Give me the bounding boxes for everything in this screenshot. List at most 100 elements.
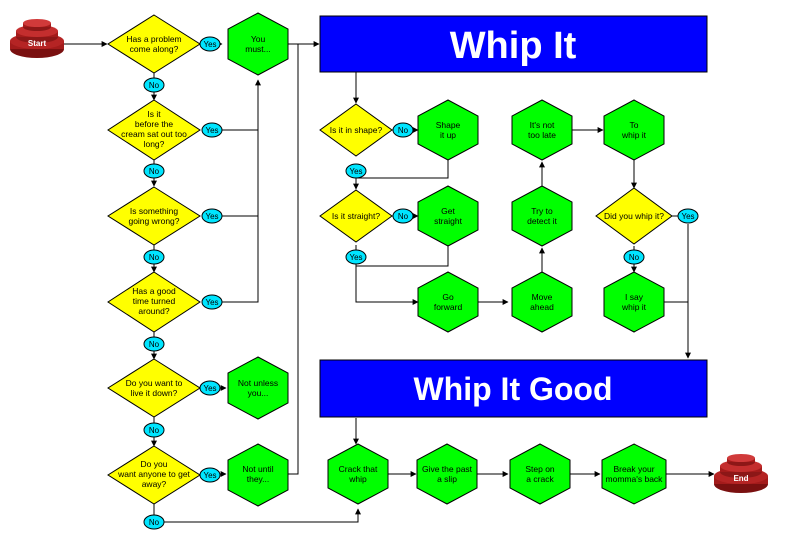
process-text: Step on (525, 464, 555, 474)
process-shape-up: Shape it up (417, 99, 479, 161)
process-text: a crack (526, 474, 554, 484)
decision-wrong: Is something going wrong? (107, 186, 201, 246)
process-text: Go (442, 292, 454, 302)
decision-text: come along? (130, 44, 179, 54)
start-terminal: Start (10, 19, 64, 58)
no-pill: No (623, 249, 645, 265)
process-text: Try to (531, 206, 553, 216)
process-text: I say (625, 292, 644, 302)
process-text: whip it (621, 130, 647, 140)
decision-live-down: Do you want to live it down? (107, 358, 201, 418)
decision-text: Do you (141, 459, 168, 469)
decision-text: Did you whip it? (604, 211, 664, 221)
decision-straight: Is it straight? (319, 189, 393, 243)
svg-text:Yes: Yes (203, 384, 216, 393)
decision-text: Is it (147, 109, 161, 119)
yes-pill: Yes (345, 249, 367, 265)
process-move-ahead: Move ahead (511, 271, 573, 333)
end-terminal: End (714, 454, 768, 493)
whip-it-good-banner: Whip It Good (319, 359, 708, 418)
result-text: must... (245, 44, 271, 54)
svg-text:Yes: Yes (203, 40, 216, 49)
yes-pill: Yes (199, 380, 221, 396)
decision-text: live it down? (131, 388, 178, 398)
process-text: detect it (527, 216, 557, 226)
whip-it-title: Whip It (450, 25, 577, 67)
no-pill: No (143, 336, 165, 352)
process-text: ahead (530, 302, 554, 312)
process-get-straight: Get straight (417, 185, 479, 247)
decision-text: Is it straight? (332, 211, 380, 221)
yes-pill: Yes (201, 208, 223, 224)
decision-text: Is something (130, 206, 178, 216)
yes-pill: Yes (345, 163, 367, 179)
svg-text:No: No (149, 518, 160, 527)
svg-text:No: No (149, 340, 160, 349)
decision-in-shape: Is it in shape? (319, 103, 393, 157)
process-to-whip: To whip it (603, 99, 665, 161)
process-not-too-late: It's not too late (511, 99, 573, 161)
no-pill: No (392, 208, 414, 224)
no-pill: No (143, 77, 165, 93)
whip-it-banner: Whip It (319, 15, 708, 73)
svg-text:Yes: Yes (205, 212, 218, 221)
result-text: you... (248, 388, 269, 398)
process-break: Break your momma's back (601, 443, 667, 505)
no-pill: No (143, 249, 165, 265)
process-detect: Try to detect it (511, 185, 573, 247)
decision-problem: Has a problem come along? (107, 14, 201, 74)
process-text: a slip (437, 474, 457, 484)
decision-text: time turned (133, 296, 176, 306)
process-text: it up (440, 130, 456, 140)
decision-text: want anyone to get (117, 469, 190, 479)
svg-text:No: No (398, 212, 409, 221)
decision-text: Has a good (132, 286, 176, 296)
process-text: Break your (613, 464, 654, 474)
decision-get-away: Do you want anyone to get away? (107, 445, 201, 505)
decision-text: away? (142, 479, 167, 489)
decision-text: Do you want to (126, 378, 183, 388)
process-give-past: Give the past a slip (416, 443, 478, 505)
svg-text:Yes: Yes (203, 471, 216, 480)
process-text: It's not (530, 120, 555, 130)
decision-text: Has a problem (126, 34, 181, 44)
svg-text:Yes: Yes (349, 167, 362, 176)
process-text: too late (528, 130, 556, 140)
process-text: Get (441, 206, 455, 216)
process-go-forward: Go forward (417, 271, 479, 333)
process-step-on: Step on a crack (509, 443, 571, 505)
yes-pill: Yes (199, 467, 221, 483)
yes-pill: Yes (677, 208, 699, 224)
process-crack: Crack that whip (327, 443, 389, 505)
svg-text:Yes: Yes (205, 298, 218, 307)
start-label: Start (28, 39, 47, 48)
decision-text: going wrong? (128, 216, 179, 226)
svg-text:Yes: Yes (205, 126, 218, 135)
process-text: Move (532, 292, 553, 302)
decision-text: cream sat out too (121, 129, 187, 139)
svg-text:No: No (149, 253, 160, 262)
svg-text:Yes: Yes (349, 253, 362, 262)
yes-pill: Yes (199, 36, 221, 52)
process-i-say: I say whip it (603, 271, 665, 333)
decision-cream: Is it before the cream sat out too long? (107, 99, 201, 161)
no-pill: No (143, 514, 165, 530)
svg-text:Yes: Yes (681, 212, 694, 221)
no-pill: No (392, 122, 414, 138)
yes-no-pills: Yes No Yes No Yes No Yes No Yes No Yes N… (143, 36, 699, 530)
svg-text:No: No (629, 253, 640, 262)
result-you-must: You must... (227, 12, 289, 76)
decision-text: Is it in shape? (330, 125, 383, 135)
result-text: Not until (242, 464, 273, 474)
decision-good-time: Has a good time turned around? (107, 271, 201, 333)
process-text: straight (434, 216, 463, 226)
svg-text:No: No (149, 81, 160, 90)
process-text: Crack that (339, 464, 378, 474)
whip-it-good-title: Whip It Good (413, 371, 612, 407)
result-not-until: Not until they... (227, 443, 289, 507)
process-text: forward (434, 302, 463, 312)
process-text: To (630, 120, 639, 130)
decision-text: before the (135, 119, 174, 129)
no-pill: No (143, 163, 165, 179)
